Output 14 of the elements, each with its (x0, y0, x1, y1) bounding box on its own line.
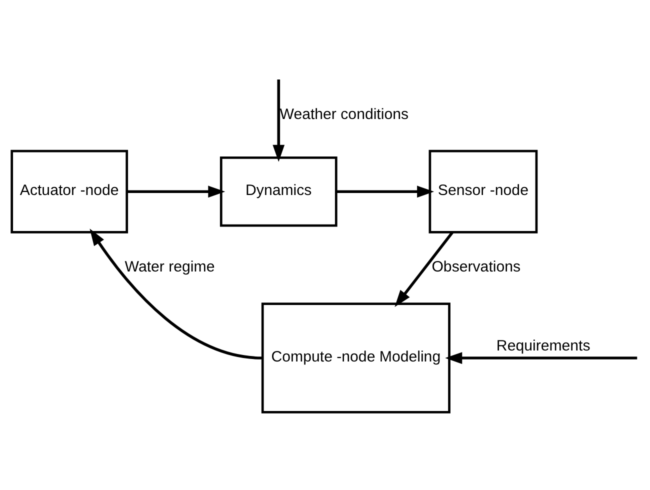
node-box: Dynamics (220, 156, 338, 226)
arrow (445, 352, 638, 364)
arrow (394, 231, 454, 307)
edge-label: Observations (432, 258, 521, 276)
node-box: Compute -node Modeling (261, 302, 450, 413)
arrow (272, 79, 285, 162)
edge-label: Weather conditions (280, 105, 409, 122)
arrow (336, 185, 434, 198)
edge-label: Requirements (496, 336, 590, 354)
arrow (127, 185, 226, 198)
edge-label: Water regime (124, 258, 215, 276)
node-box: Sensor -node (428, 149, 538, 233)
node-box: Actuator -node (10, 149, 128, 233)
arrow (90, 228, 262, 359)
